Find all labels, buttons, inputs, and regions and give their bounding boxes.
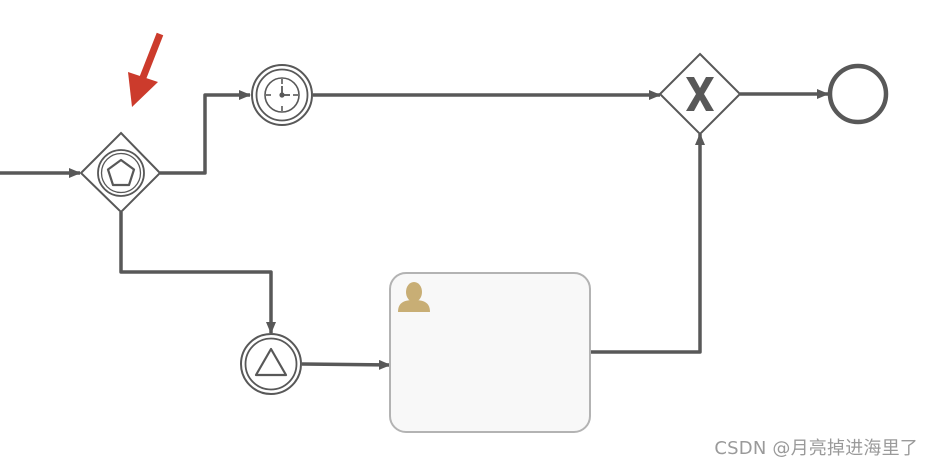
clock-icon	[264, 77, 300, 113]
flow-event-gateway-to-signal[interactable]	[119, 212, 276, 334]
user-task[interactable]	[389, 272, 591, 433]
user-icon	[398, 282, 430, 312]
flow-user-task-to-exclusive-gateway[interactable]	[590, 133, 705, 354]
x-icon	[686, 77, 714, 111]
flow-signal-to-user-task[interactable]	[301, 359, 391, 370]
flow-event-gateway-to-timer[interactable]	[160, 90, 251, 175]
timer-catch-event[interactable]	[251, 64, 313, 126]
triangle-icon	[254, 347, 288, 377]
watermark-text: CSDN @月亮掉进海里了	[714, 438, 918, 459]
annotation-arrow	[128, 32, 164, 107]
pentagon-icon	[106, 158, 136, 187]
signal-catch-event[interactable]	[240, 333, 302, 395]
end-event[interactable]	[827, 63, 889, 125]
sequence-flows	[0, 89, 829, 370]
exclusive-gateway[interactable]	[658, 52, 742, 136]
event-based-gateway[interactable]	[79, 131, 162, 214]
